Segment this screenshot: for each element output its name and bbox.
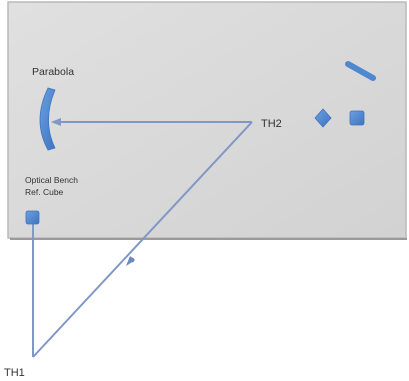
beam-midpoint-marker xyxy=(129,257,135,263)
parabola-mirror-icon xyxy=(39,87,56,151)
square-component-icon xyxy=(349,110,365,126)
optical-bench-panel xyxy=(7,1,407,239)
beam-arrowhead-icon xyxy=(51,118,61,126)
beam-lines xyxy=(32,121,253,358)
optical-bench-label: Optical Bench xyxy=(25,175,78,185)
th2-label: TH2 xyxy=(261,118,282,130)
th1-label: TH1 xyxy=(4,367,25,379)
ref-cube-label: Ref. Cube xyxy=(25,187,64,197)
parabola-label: Parabola xyxy=(32,66,74,78)
reference-cube-icon xyxy=(25,210,40,225)
beam-th2-to-th1 xyxy=(32,121,253,358)
mirror-bar-icon xyxy=(345,61,376,81)
diamond-component-icon xyxy=(314,108,332,128)
